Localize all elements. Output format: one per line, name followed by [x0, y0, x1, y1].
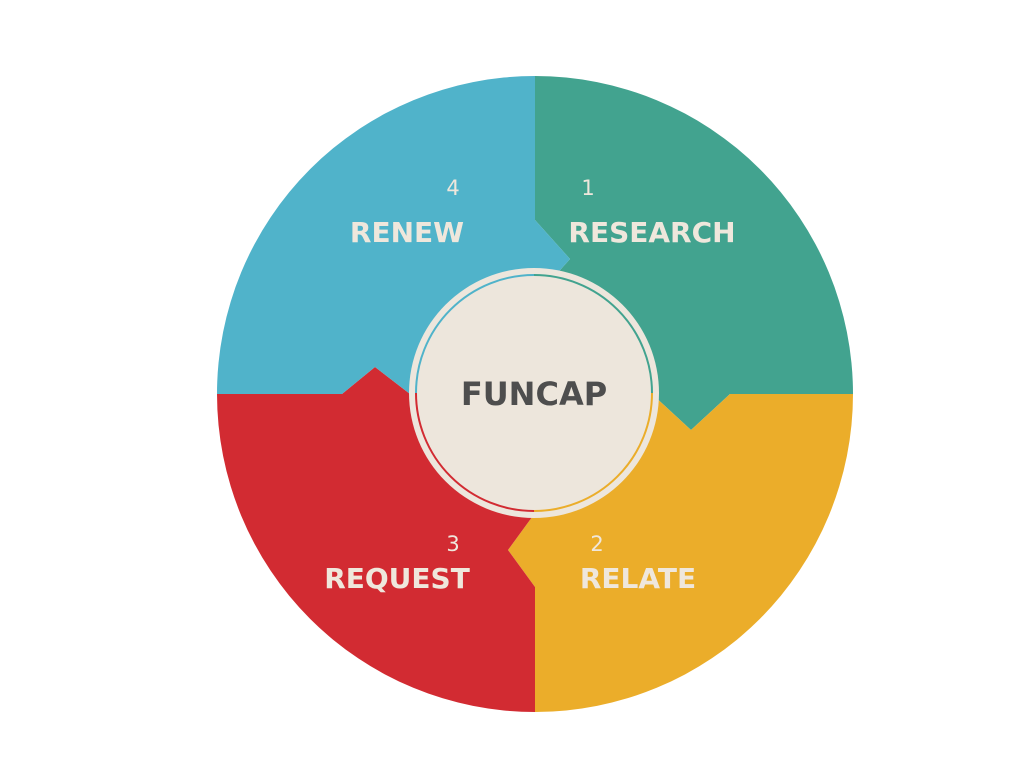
center-ring-red-arc	[415, 392, 535, 512]
stage-renew-number: 4	[446, 176, 459, 200]
stage-research-label: RESEARCH	[568, 216, 735, 249]
center-ring-blue-arc	[415, 274, 535, 394]
center-label: FUNCAP	[461, 375, 607, 413]
stage-research-number: 1	[581, 176, 594, 200]
stage-renew-label: RENEW	[350, 216, 464, 249]
center-circle	[409, 268, 659, 518]
center-ring-yellow-arc	[533, 392, 653, 512]
stage-request-number: 3	[446, 532, 459, 556]
stage-relate-label: RELATE	[580, 562, 696, 595]
stage-request-label: REQUEST	[324, 562, 470, 595]
center-ring-teal-arc	[533, 274, 653, 394]
stage-relate-number: 2	[590, 532, 603, 556]
